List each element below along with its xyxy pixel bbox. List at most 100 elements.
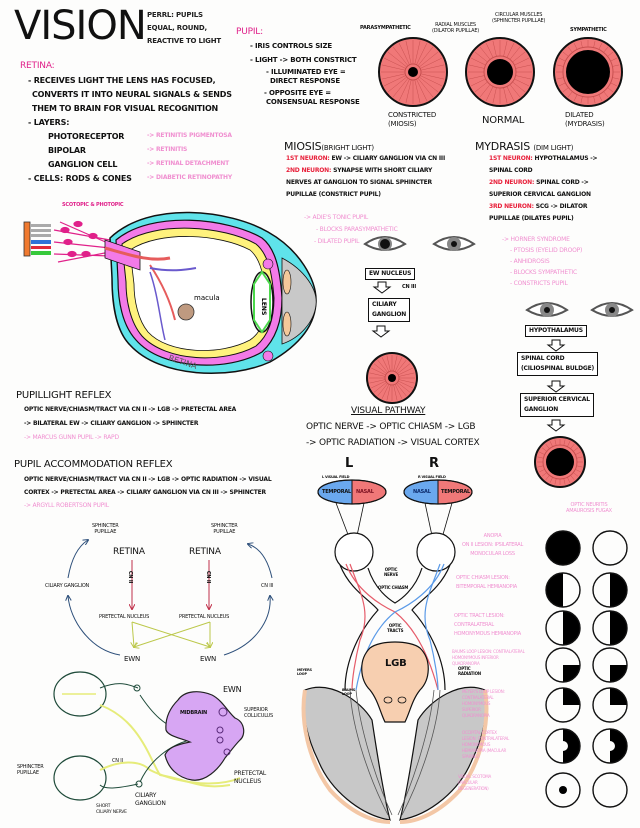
eye-normal-icon xyxy=(432,236,476,251)
ewn-right-label: EWN xyxy=(200,655,216,663)
pupil xyxy=(487,59,513,85)
optic-radiation-label: OPTIC RADIATION xyxy=(458,666,481,676)
accommodation-notes: OPTIC NERVE/CHIASM/TRACT VIA CN II -> LG… xyxy=(24,476,272,509)
meyers-loop-label: MEYERS LOOP xyxy=(297,668,312,676)
right-eye-label: R xyxy=(429,456,439,471)
eyeball xyxy=(104,211,317,375)
cn3-label: CN III xyxy=(402,284,416,290)
parasympathetic-label: PARASYMPATHETIC xyxy=(360,25,411,31)
visual-field-left-eye xyxy=(545,610,581,646)
radial-muscles-label: RADIAL MUSCLES (DILATOR PUPILLAE) xyxy=(432,22,480,34)
mydrasis-result-iris xyxy=(534,436,586,488)
superior-cervical-ganglion-box: SUPERIOR CERVICAL GANGLION xyxy=(520,393,594,417)
baums-loop-label: BAUMS LOOP xyxy=(342,688,356,696)
down-arrow-icon xyxy=(546,419,566,432)
normal-label: NORMAL xyxy=(482,115,525,126)
miosis-notes: 1ST NEURON: EW -> CILIARY GANGLION VIA C… xyxy=(286,155,445,198)
visual-pathway-heading: VISUAL PATHWAY xyxy=(351,406,426,416)
miosis-result-iris xyxy=(366,352,418,404)
retina-heading: RETINA: xyxy=(20,61,55,71)
retinal-cell-layers xyxy=(23,220,111,263)
lgb-label: LGB xyxy=(385,658,407,669)
midbrain-shape xyxy=(164,691,245,781)
cn2-midbrain-label: CN II xyxy=(112,758,123,764)
retina-right-label: RETINA xyxy=(189,547,221,557)
ewn-left-label: EWN xyxy=(124,655,140,663)
left-eye-label: L xyxy=(345,456,354,471)
left-nasal-label: NASAL xyxy=(356,489,374,495)
optic-tracts-label: OPTIC TRACTS xyxy=(387,623,404,633)
mydrasis-notes: 1ST NEURON: HYPOTHALAMUS -> SPINAL CORD … xyxy=(489,155,598,222)
down-arrow-icon xyxy=(372,281,392,294)
visual-field-left-eye xyxy=(545,647,581,683)
horner-syndrome-notes: -> HORNER SYNDROME - PTOSIS (EYELID DROO… xyxy=(502,236,583,287)
macula-label: macula xyxy=(194,294,220,302)
eye-dilated-icon xyxy=(363,236,407,251)
circular-muscles-label: CIRCULAR MUSCLES (SPHINCTER PUPILLAE) xyxy=(492,12,546,24)
sphincter-pupillae-left: SPHINCTER PUPILLAE xyxy=(92,523,119,535)
retina-disorders: -> RETINITIS PIGMENTOSA -> RETINITIS -> … xyxy=(147,132,233,181)
retina-cells-sub: SCOTOPIC & PHOTOPIC xyxy=(62,202,124,208)
retina-left-label: RETINA xyxy=(113,547,145,557)
dilated-iris xyxy=(553,37,623,107)
sphincter-pupillae-midbrain-label: SPHINCTER PUPILLAE xyxy=(17,764,44,776)
miosis-heading: MIOSIS(BRIGHT LIGHT) xyxy=(284,140,374,153)
visual-field-right-eye xyxy=(592,610,628,646)
pupil xyxy=(566,50,610,94)
optic-nerve-label: OPTIC NERVE xyxy=(384,567,398,577)
right-temporal-label: TEMPORAL xyxy=(441,489,471,495)
constricted-label: CONSTRICTED (MIOSIS) xyxy=(388,111,437,128)
visual-field-right-eye xyxy=(592,572,628,608)
pupil xyxy=(408,67,418,77)
left-visual-field-label: L VISUAL FIELD xyxy=(322,475,350,479)
hypothalamus-box: HYPOTHALAMUS xyxy=(525,325,587,337)
sympathetic-label: SYMPATHETIC xyxy=(570,27,607,33)
optic-chiasm-label: OPTIC CHIASM xyxy=(378,585,409,590)
pupil-notes: - IRIS CONTROLS SIZE - LIGHT -> BOTH CON… xyxy=(250,42,360,106)
ciliary-ganglion-label: CILIARY GANGLION xyxy=(45,583,90,589)
ew-nucleus-box: EW NUCLEUS xyxy=(365,268,416,280)
visual-field-left-eye xyxy=(545,572,581,608)
eye-normal-icon xyxy=(590,302,634,317)
field-defect-label: OPTIC CHIASM LESION:BITEMPORAL HEMIANOPI… xyxy=(456,575,517,590)
down-arrow-icon xyxy=(546,380,566,393)
page-title: VISION xyxy=(14,3,147,49)
right-nasal-label: NASAL xyxy=(413,489,431,495)
dilated-label: DILATED (MYDRASIS) xyxy=(565,111,605,128)
visual-field-right-eye xyxy=(592,687,628,723)
right-visual-field-label: R VISUAL FIELD xyxy=(418,475,446,479)
pupillight-notes: OPTIC NERVE/CHIASM/TRACT VIA CN II -> LG… xyxy=(24,406,237,441)
ciliary-ganglion-box: CILIARY GANGLION xyxy=(368,298,411,322)
down-arrow-icon xyxy=(546,339,566,352)
normal-iris xyxy=(465,37,535,107)
pretectal-nucleus-right: PRETECTAL NUCLEUS xyxy=(179,614,230,620)
retina-description: - RECEIVES LIGHT THE LENS HAS FOCUSED, C… xyxy=(28,76,232,183)
visual-field-left-eye xyxy=(545,728,581,764)
accommodation-heading: PUPIL ACCOMMODATION REFLEX xyxy=(14,459,173,470)
optic-neuritis-label: OPTIC NEURITIS AMAUROSIS FUGAX xyxy=(566,502,612,514)
pretectal-nucleus-left: PRETECTAL NUCLEUS xyxy=(99,614,150,620)
short-ciliary-nerve-label: SHORT CILIARY NERVE xyxy=(96,804,127,815)
pupil xyxy=(546,448,574,476)
pupil xyxy=(388,374,396,382)
lens-label: LENS xyxy=(260,298,267,315)
cn3-right-label: CN III xyxy=(261,583,274,589)
constricted-iris xyxy=(378,37,448,107)
spinal-cord-box: SPINAL CORD (CILIOSPINAL BULDGE) xyxy=(517,352,599,376)
sphincter-pupillae-right: SPHINCTER PUPILLAE xyxy=(211,523,238,535)
ciliary-ganglion-midbrain-label: CILIARY GANGLION xyxy=(135,792,166,807)
pupillight-heading: PUPILLIGHT REFLEX xyxy=(16,390,112,401)
left-temporal-label: TEMPORAL xyxy=(322,489,352,495)
visual-field-right-eye xyxy=(592,728,628,764)
adies-pupil-notes: -> ADIE'S TONIC PUPIL - BLOCKS PARASYMPA… xyxy=(304,214,398,245)
ewn-midbrain-label: EWN xyxy=(223,685,242,694)
